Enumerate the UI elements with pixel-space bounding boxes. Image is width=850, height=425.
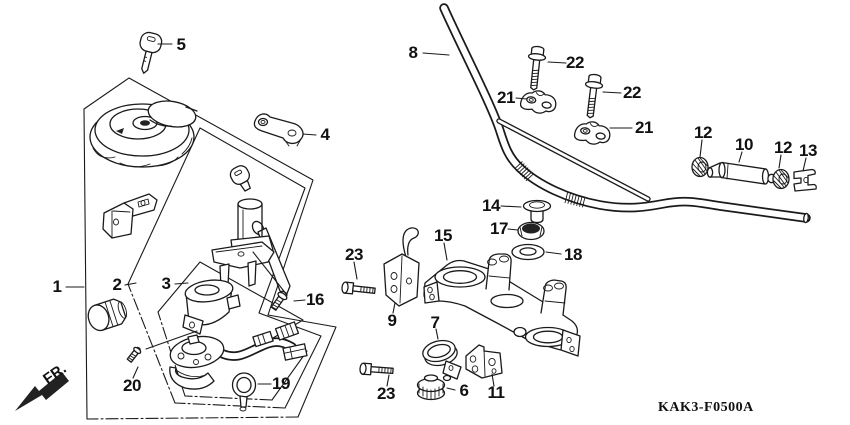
callout-5: 5 (176, 35, 186, 54)
wire-band (231, 372, 257, 412)
callout-3: 3 (161, 274, 171, 293)
fuel-cap (89, 100, 198, 168)
flange-bolt-22-left (527, 45, 547, 91)
callout-21-lower: 21 (635, 118, 653, 137)
angle-bracket (465, 344, 503, 379)
contact-base-harness (169, 321, 308, 390)
callout-23-lower: 23 (377, 384, 395, 403)
callout-13: 13 (799, 141, 817, 160)
hook-bracket (383, 227, 420, 307)
cable-clip-13 (793, 168, 817, 192)
callout-4: 4 (320, 125, 330, 144)
steering-nut-17 (517, 221, 545, 241)
leader-lines (65, 43, 807, 391)
callout-12-left: 12 (694, 123, 712, 142)
bolt-23-lower (359, 362, 394, 376)
callout-10: 10 (735, 135, 753, 154)
bolt-23-upper (341, 281, 376, 295)
throttle-pipe-10 (706, 161, 776, 185)
holder-bracket (253, 113, 304, 147)
callout-1: 1 (52, 277, 62, 296)
screw-16 (270, 290, 288, 311)
handlebar-holder-21-left (519, 90, 557, 114)
knurl-band (564, 192, 586, 208)
top-bridge (423, 253, 581, 357)
knurl-band (514, 161, 534, 182)
band-clamp (422, 339, 462, 382)
cap-latch-bracket (102, 193, 158, 239)
key-blank (139, 31, 163, 74)
parts-set-box-1 (83, 77, 337, 420)
callout-2: 2 (112, 275, 122, 294)
callout-19: 19 (272, 374, 290, 393)
handlebar (439, 3, 811, 224)
callout-22-upper: 22 (566, 53, 584, 72)
washer-18 (511, 243, 545, 261)
diagram-code: KAK3-F0500A (658, 400, 754, 415)
callout-21-upper: 21 (497, 88, 515, 107)
callout-12-right: 12 (774, 138, 792, 157)
callout-16: 16 (306, 290, 324, 309)
callout-9: 9 (387, 311, 397, 330)
callout-11: 11 (487, 383, 505, 402)
collar-14 (522, 199, 552, 224)
ignition-lock-cylinder (211, 165, 291, 297)
handlebar-holder-21-right (573, 121, 611, 145)
knurled-nut-12-right (772, 168, 790, 190)
knurled-nut-12-left (691, 156, 709, 178)
callout-8: 8 (408, 43, 418, 62)
callout-20: 20 (123, 376, 141, 395)
switch-housing (182, 279, 241, 335)
callout-18: 18 (564, 245, 582, 264)
parts-set-box-2 (127, 127, 322, 409)
callout-15: 15 (434, 226, 452, 245)
flange-bolt-22-right (584, 73, 604, 119)
callout-22-lower: 22 (623, 83, 641, 102)
callout-17: 17 (490, 219, 508, 238)
rubber-boot (87, 298, 128, 332)
callout-23-upper: 23 (345, 245, 363, 264)
screw-20 (126, 346, 142, 363)
callout-7: 7 (430, 313, 440, 332)
fr-arrow (15, 372, 69, 411)
callout-6: 6 (459, 381, 469, 400)
rubber-mount (416, 374, 446, 401)
callout-14: 14 (482, 196, 500, 215)
